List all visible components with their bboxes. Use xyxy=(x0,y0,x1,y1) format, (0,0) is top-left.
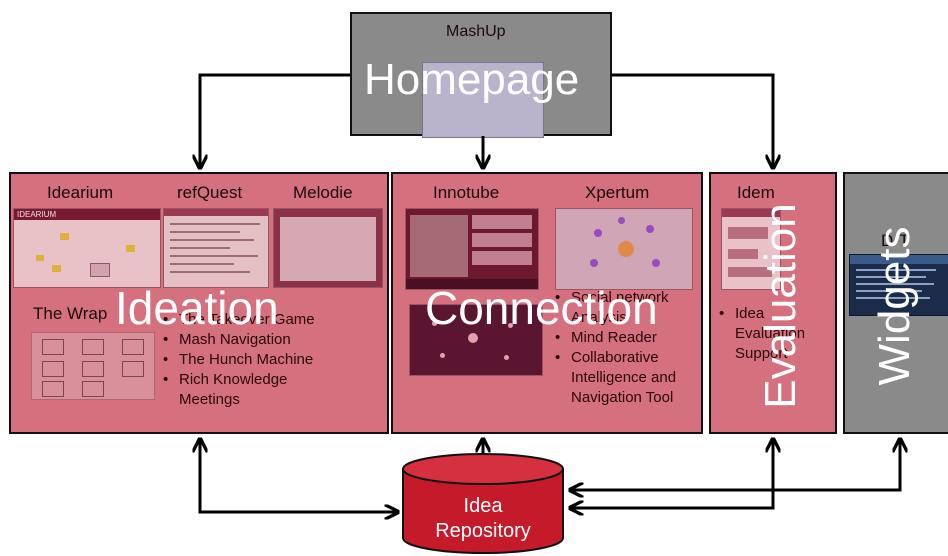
tool-melodie: Melodie xyxy=(293,183,353,202)
widgets-box: D-T Widgets xyxy=(843,172,948,434)
melodie-screenshot xyxy=(273,208,383,288)
arrow-homepage-to-ideation xyxy=(200,73,350,168)
connection-tool-list: Social network Analysis Mind Reader Coll… xyxy=(553,288,703,408)
connection-title: Connection xyxy=(425,282,658,334)
the-wrap-label: The Wrap xyxy=(33,304,108,323)
homepage-box: MashUp Homepage xyxy=(350,12,612,138)
the-wrap-screenshot xyxy=(31,332,155,400)
idearium-logo: IDEARIUM xyxy=(17,210,57,219)
list-item: Social network Analysis xyxy=(553,288,703,328)
tool-dt: D-T xyxy=(881,231,910,250)
homepage-title: Homepage xyxy=(364,55,580,104)
tool-innotube: Innotube xyxy=(433,183,500,202)
ideation-box: Idearium refQuest Melodie IDEARIUM The W… xyxy=(9,172,389,434)
tool-xpertum: Xpertum xyxy=(585,183,650,202)
list-item: Idea Evaluation Support xyxy=(717,304,805,364)
repository-label-line2: Repository xyxy=(435,520,531,542)
tool-idem: Idem xyxy=(737,183,775,202)
refquest-screenshot xyxy=(163,208,269,288)
idearium-screenshot: IDEARIUM xyxy=(13,208,161,288)
tool-idearium: Idearium xyxy=(47,183,114,202)
widgets-screenshot xyxy=(849,254,948,316)
mashup-caption: MashUp xyxy=(446,23,506,40)
arrow-widgets-repository xyxy=(570,439,900,490)
idem-screenshot xyxy=(721,208,781,290)
ideation-tool-list: The Takeover Game Mash Navigation The Hu… xyxy=(161,310,329,410)
ideation-title: Ideation xyxy=(115,282,279,334)
list-item: Rich Knowledge Meetings xyxy=(161,370,329,410)
repository-label-line1: Idea xyxy=(463,495,503,517)
homepage-screenshot xyxy=(422,62,544,138)
list-item: Mind Reader xyxy=(553,328,703,348)
repository-label: Idea Repository xyxy=(403,494,563,544)
arrow-homepage-to-evaluation xyxy=(612,73,773,168)
list-item: Mash Navigation xyxy=(161,330,329,350)
arrow-evaluation-repository xyxy=(570,439,773,508)
evaluation-box: Idem Idea Evaluation Support Evaluation xyxy=(709,172,837,434)
arrow-ideation-repository xyxy=(200,439,398,512)
evaluation-tool-list: Idea Evaluation Support xyxy=(717,304,805,364)
list-item: The Takeover Game xyxy=(161,310,329,330)
list-item: The Hunch Machine xyxy=(161,350,329,370)
network-screenshot xyxy=(409,304,543,376)
tool-refquest: refQuest xyxy=(177,183,243,202)
xpertum-screenshot xyxy=(555,208,693,290)
list-item: Collaborative Intelligence and Navigatio… xyxy=(553,348,703,408)
innotube-screenshot xyxy=(405,208,539,290)
connection-box: Innotube Xpertum Social network Analysis… xyxy=(391,172,703,434)
repository-cylinder xyxy=(402,453,564,554)
